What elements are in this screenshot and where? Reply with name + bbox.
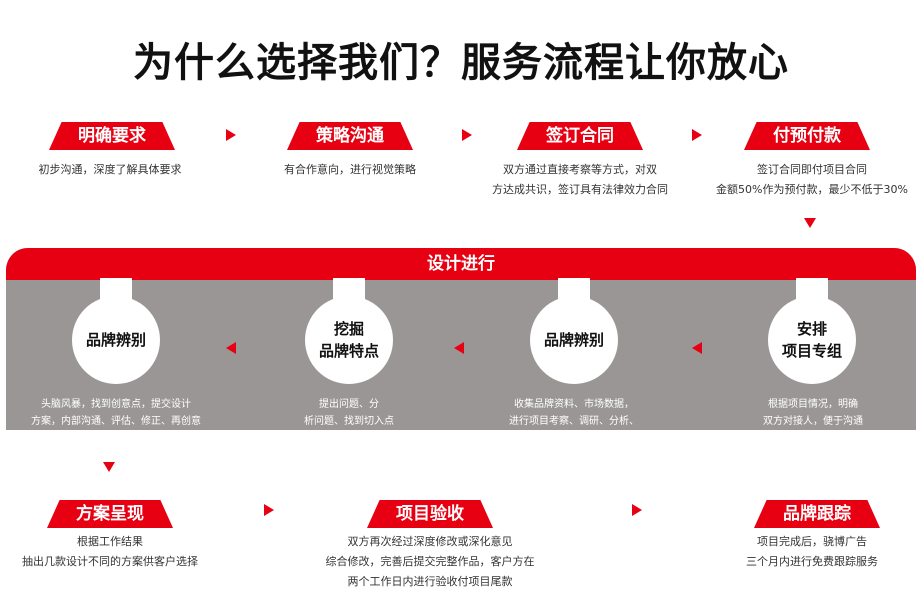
step-label-acceptance: 项目验收 <box>367 500 493 528</box>
desc-line: 金额50%作为预付款，最少不低于30% <box>716 183 908 196</box>
bulb-label: 安排 <box>796 320 827 338</box>
desc-line: 双方再次经过深度修改或深化意见 <box>347 535 513 548</box>
desc-line: 根据项目情况，明确 <box>768 399 858 410</box>
step-label-tracking: 品牌跟踪 <box>754 500 880 528</box>
bulb-ball: 品牌辨别 <box>72 296 160 384</box>
bulb-label: 品牌特点 <box>318 342 379 360</box>
desc-line: 进行项目考察、调研、分析、 <box>509 416 639 427</box>
step-desc-deposit: 签订合同即付项目合同 金额50%作为预付款，最少不低于30% <box>707 160 917 200</box>
design-band-header: 设计进行 <box>6 248 916 280</box>
bulb-desc-4: 根据项目情况，明确 双方对接人，便于沟通 <box>728 396 898 430</box>
bulb-ball: 挖掘 品牌特点 <box>305 296 393 384</box>
desc-line: 两个工作日内进行验收付项目尾款 <box>347 575 513 588</box>
desc-line: 析问题、找到切入点 <box>304 416 394 427</box>
desc-line: 综合修改，完善后提交完整作品，客户方在 <box>325 555 535 568</box>
desc-line: 提出问题、分 <box>319 399 379 410</box>
desc-line: 收集品牌资料、市场数据， <box>514 399 634 410</box>
desc-line: 双方对接人，便于沟通 <box>763 416 863 427</box>
arrow-down-icon <box>804 218 816 228</box>
arrow-right-icon <box>462 129 472 141</box>
desc-line: 抽出几款设计不同的方案供客户选择 <box>22 555 198 568</box>
arrow-left-icon <box>692 342 702 354</box>
step-label-proposal: 方案呈现 <box>47 500 173 528</box>
bulb-label: 品牌辨别 <box>85 331 146 349</box>
step-desc-proposal: 根据工作结果 抽出几款设计不同的方案供客户选择 <box>0 532 220 572</box>
desc-line: 双方通过直接考察等方式，对双 <box>503 163 657 176</box>
step-label-requirements: 明确要求 <box>49 122 175 150</box>
desc-line: 项目完成后，骁博广告 <box>757 535 867 548</box>
step-label-strategy: 策略沟通 <box>287 122 413 150</box>
desc-line: 初步沟通，深度了解具体要求 <box>38 163 182 176</box>
bulb-ball: 品牌辨别 <box>530 296 618 384</box>
arrow-right-icon <box>692 129 702 141</box>
desc-line: 签订合同即付项目合同 <box>757 163 867 176</box>
arrow-right-icon <box>226 129 236 141</box>
design-band: 设计进行 品牌辨别 头脑风暴，找到创意点，提交设计 方案，内部沟通、评估、修正、… <box>6 248 916 430</box>
desc-line: 三个月内进行免费跟踪服务 <box>746 555 878 568</box>
step-desc-acceptance: 双方再次经过深度修改或深化意见 综合修改，完善后提交完整作品，客户方在 两个工作… <box>300 532 560 592</box>
step-desc-requirements: 初步沟通，深度了解具体要求 <box>10 160 210 180</box>
bulb-desc-1: 头脑风暴，找到创意点，提交设计 方案，内部沟通、评估、修正、再创意 <box>6 396 226 430</box>
desc-line: 头脑风暴，找到创意点，提交设计 <box>41 399 191 410</box>
arrow-left-icon <box>226 342 236 354</box>
step-label-deposit: 付预付款 <box>744 122 870 150</box>
step-label-contract: 签订合同 <box>517 122 643 150</box>
bulb-label: 品牌辨别 <box>543 331 604 349</box>
bulb-label: 挖掘 <box>333 320 364 338</box>
arrow-right-icon <box>264 504 274 516</box>
desc-line: 方案，内部沟通、评估、修正、再创意 <box>31 416 201 427</box>
step-desc-tracking: 项目完成后，骁博广告 三个月内进行免费跟踪服务 <box>712 532 912 572</box>
arrow-right-icon <box>632 504 642 516</box>
step-desc-strategy: 有合作意向，进行视觉策略 <box>250 160 450 180</box>
arrow-down-icon <box>103 462 115 472</box>
bulb-desc-2: 提出问题、分 析问题、找到切入点 <box>259 396 439 430</box>
bulb-desc-3: 收集品牌资料、市场数据， 进行项目考察、调研、分析、 <box>484 396 664 430</box>
step-desc-contract: 双方通过直接考察等方式，对双 方达成共识，签订具有法律效力合同 <box>480 160 680 200</box>
arrow-left-icon <box>454 342 464 354</box>
bulb-ball: 安排 项目专组 <box>768 296 856 384</box>
desc-line: 根据工作结果 <box>77 535 143 548</box>
desc-line: 方达成共识，签订具有法律效力合同 <box>492 183 668 196</box>
page-title: 为什么选择我们？服务流程让你放心 <box>133 40 789 86</box>
bulb-label: 项目专组 <box>781 342 842 360</box>
desc-line: 有合作意向，进行视觉策略 <box>284 163 416 176</box>
